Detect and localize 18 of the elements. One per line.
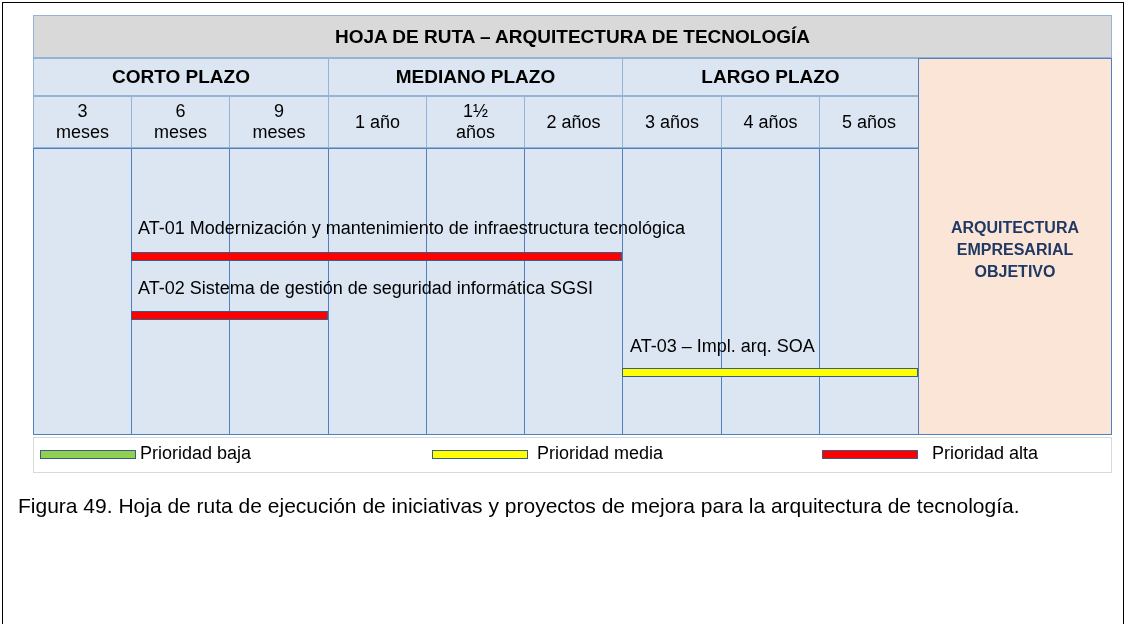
period-heading: 3 años (622, 96, 722, 148)
legend-label: Prioridad media (537, 443, 664, 464)
target-heading: ARQUITECTURA EMPRESARIAL OBJETIVO (918, 58, 1112, 435)
period-heading: 9 meses (229, 96, 329, 148)
period-heading: 3 meses (33, 96, 132, 148)
legend-label: Prioridad baja (140, 443, 252, 464)
period-heading: 5 años (819, 96, 919, 148)
period-heading: 1 año (328, 96, 427, 148)
table-title: HOJA DE RUTA – ARQUITECTURA DE TECNOLOGÍA (33, 15, 1112, 58)
period-heading: 1½ años (426, 96, 525, 148)
period-heading: 6 meses (131, 96, 230, 148)
period-heading: 2 años (524, 96, 623, 148)
phase-heading: MEDIANO PLAZO (328, 58, 623, 96)
phase-heading: CORTO PLAZO (33, 58, 329, 96)
phase-heading: LARGO PLAZO (622, 58, 919, 96)
legend-label: Prioridad alta (932, 443, 1039, 464)
period-heading: 4 años (721, 96, 820, 148)
figure-caption: Figura 49. Hoja de ruta de ejecución de iniciativas y proyectos de mejora para la arquitectura de tecnología. (18, 493, 1021, 519)
